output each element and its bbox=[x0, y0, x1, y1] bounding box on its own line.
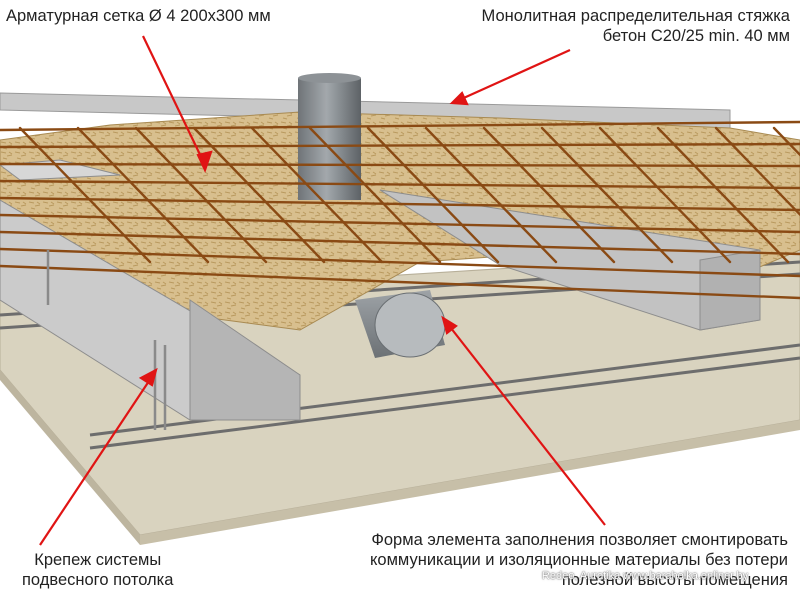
rebar-bar bbox=[76, 126, 210, 264]
filler-form-label-line-2: коммуникации и изоляционные материалы бе… bbox=[370, 551, 788, 569]
rebar-bar bbox=[0, 179, 800, 190]
rebar-bar bbox=[772, 126, 800, 157]
rebar-bar bbox=[134, 126, 268, 264]
source-watermark: Redeo, Aurotika www.baraholka.onliner.by bbox=[541, 570, 748, 582]
filler-form-label: Форма элемента заполнения позволяет смон… bbox=[370, 530, 788, 590]
hanger-label-line-1: Крепеж системы bbox=[34, 551, 162, 569]
rebar-bar bbox=[540, 126, 674, 264]
rebar-bar bbox=[598, 126, 732, 264]
rebar-bar bbox=[0, 247, 800, 278]
rebar-bar bbox=[366, 126, 500, 264]
pointer-arrows bbox=[39, 35, 606, 546]
mesh-label: Арматурная сетка Ø 4 200х300 мм bbox=[6, 6, 271, 26]
rebar-bar bbox=[424, 126, 558, 264]
ceiling-hangers bbox=[46, 250, 167, 430]
screed-label: Монолитная распределительная стяжка бето… bbox=[482, 6, 790, 46]
rebar-bar bbox=[0, 196, 800, 212]
rebar-bar bbox=[656, 126, 790, 264]
rebar-bar bbox=[18, 126, 152, 264]
rebar-bar bbox=[192, 126, 326, 264]
filler-form-label-line-1: Форма элемента заполнения позволяет смон… bbox=[371, 531, 788, 549]
ceiling-board-edge bbox=[0, 370, 140, 545]
rebar-bar bbox=[0, 264, 800, 300]
hanger-label-line-2: подвесного потолка bbox=[22, 571, 174, 589]
utility-duct bbox=[355, 290, 446, 358]
rebar-bar bbox=[250, 126, 384, 264]
rebar-bar bbox=[0, 120, 800, 132]
rebar-mesh bbox=[0, 120, 800, 300]
rebar-bar bbox=[714, 126, 800, 217]
rebar-bar bbox=[0, 230, 800, 256]
filler-form-label-line-3: полезной высоты помещения bbox=[561, 571, 788, 589]
screed-label-line-1: Монолитная распределительная стяжка bbox=[481, 7, 790, 25]
rebar-bar bbox=[482, 126, 616, 264]
hanger-label: Крепеж системы подвесного потолка bbox=[22, 550, 173, 590]
mesh-label-text: Арматурная сетка Ø 4 200х300 мм bbox=[6, 7, 271, 25]
rebar-bar bbox=[0, 213, 800, 234]
rebar-bar bbox=[0, 142, 800, 149]
rebar-bar bbox=[0, 162, 800, 168]
rebar-bar bbox=[308, 126, 442, 264]
vent-pipe bbox=[298, 73, 361, 200]
screed-label-line-2: бетон C20/25 min. 40 мм bbox=[602, 27, 790, 45]
